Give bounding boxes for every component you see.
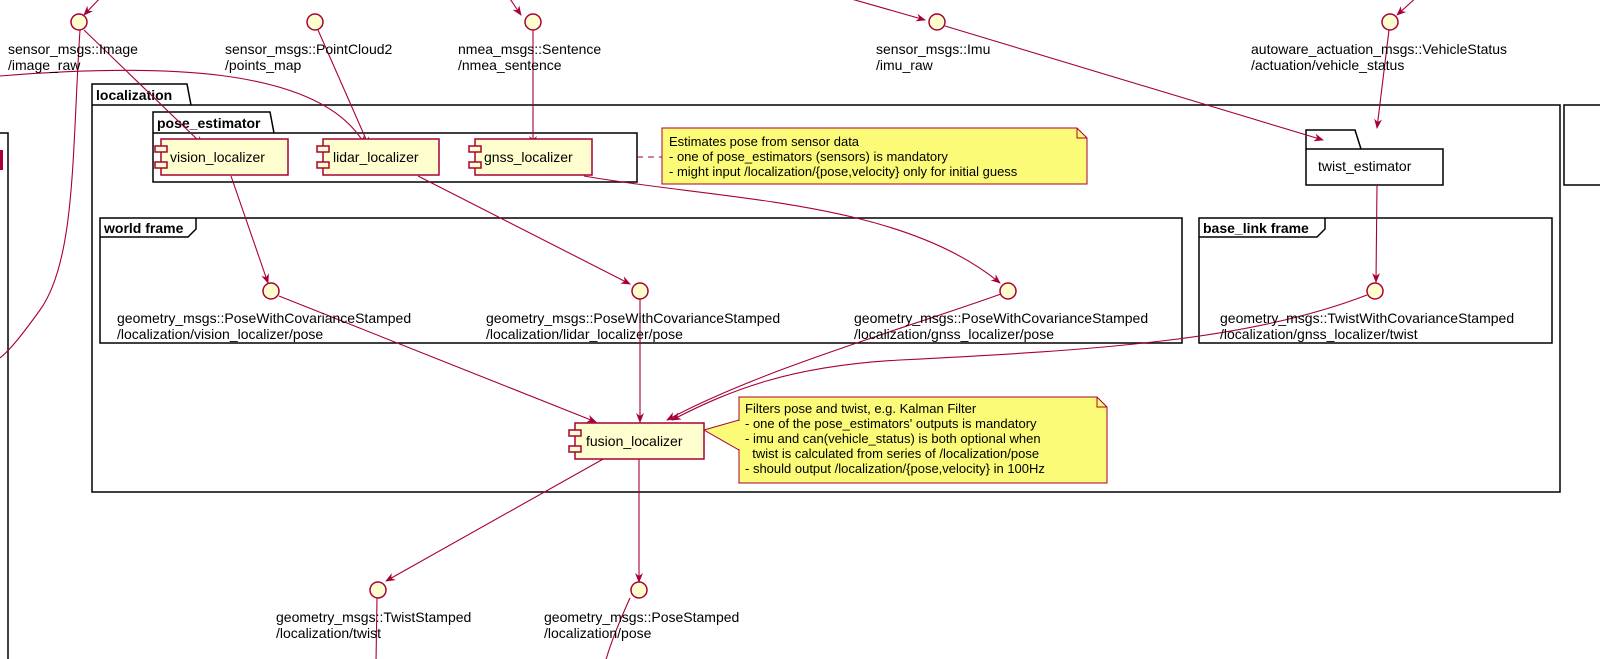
svg-text:sensor_msgs::Imu: sensor_msgs::Imu <box>876 41 990 57</box>
gnss-localizer-component: gnss_localizer <box>468 138 593 176</box>
svg-text:/image_raw: /image_raw <box>8 57 81 73</box>
svg-text:geometry_msgs::PoseWithCovaria: geometry_msgs::PoseWithCovarianceStamped <box>117 310 411 326</box>
twist-estimator-package: twist_estimator <box>1305 129 1444 186</box>
fusion-localizer-label: fusion_localizer <box>586 433 683 449</box>
svg-text:/points_map: /points_map <box>225 57 301 73</box>
svg-text:/localization/gnss_localizer/t: /localization/gnss_localizer/twist <box>1220 326 1418 342</box>
fusion-note-line-2: - one of the pose_estimators' outputs is… <box>745 416 1037 431</box>
svg-text:/localization/lidar_localizer/: /localization/lidar_localizer/pose <box>486 326 683 342</box>
vision-pose-interface-icon <box>262 282 280 300</box>
pointcloud-interface-label: sensor_msgs::PointCloud2 /points_map <box>225 41 393 73</box>
world-frame: world frame <box>99 217 1183 344</box>
svg-text:geometry_msgs::TwistWithCovari: geometry_msgs::TwistWithCovarianceStampe… <box>1220 310 1514 326</box>
pose-note-line-2: - one of pose_estimators (sensors) is ma… <box>669 149 948 164</box>
output-twist-interface-label: geometry_msgs::TwistStamped /localizatio… <box>276 609 471 641</box>
fusion-note-line-3: - imu and can(vehicle_status) is both op… <box>745 431 1041 446</box>
twist-estimator-label: twist_estimator <box>1318 158 1412 174</box>
svg-text:geometry_msgs::PoseStamped: geometry_msgs::PoseStamped <box>544 609 739 625</box>
imu-interface-label: sensor_msgs::Imu /imu_raw <box>876 41 990 73</box>
left-edge-partial-frame <box>0 132 9 659</box>
vehicle-status-interface-label: autoware_actuation_msgs::VehicleStatus /… <box>1251 41 1507 73</box>
pose-note-line-3: - might input /localization/{pose,veloci… <box>669 164 1018 179</box>
vehicle-status-interface-icon <box>1381 13 1399 31</box>
localization-package-title: localization <box>96 87 172 103</box>
svg-text:sensor_msgs::Image: sensor_msgs::Image <box>8 41 138 57</box>
pose-estimator-note: Estimates pose from sensor data - one of… <box>637 127 1088 185</box>
svg-text:/actuation/vehicle_status: /actuation/vehicle_status <box>1251 57 1404 73</box>
base-link-frame: base_link frame <box>1198 217 1553 344</box>
gnss-localizer-label: gnss_localizer <box>484 149 573 165</box>
svg-text:nmea_msgs::Sentence: nmea_msgs::Sentence <box>458 41 601 57</box>
image-interface-icon <box>70 13 88 31</box>
svg-text:/nmea_sentence: /nmea_sentence <box>458 57 562 73</box>
svg-text:/localization/twist: /localization/twist <box>276 625 381 641</box>
svg-text:/localization/vision_localizer: /localization/vision_localizer/pose <box>117 326 323 342</box>
lidar-pose-interface-icon <box>631 282 649 300</box>
svg-text:/localization/gnss_localizer/p: /localization/gnss_localizer/pose <box>854 326 1054 342</box>
output-pose-interface-icon <box>630 581 648 599</box>
svg-text:/imu_raw: /imu_raw <box>876 57 934 73</box>
connectors <box>0 0 1415 659</box>
svg-text:autoware_actuation_msgs::Vehic: autoware_actuation_msgs::VehicleStatus <box>1251 41 1507 57</box>
svg-text:/localization/pose: /localization/pose <box>544 625 652 641</box>
vision-pose-interface-label: geometry_msgs::PoseWithCovarianceStamped… <box>117 310 411 342</box>
lidar-localizer-label: lidar_localizer <box>333 149 419 165</box>
gnss-twist-interface-icon <box>1366 282 1384 300</box>
world-frame-title: world frame <box>103 220 184 236</box>
lidar-localizer-component: lidar_localizer <box>316 138 440 176</box>
lidar-pose-interface-label: geometry_msgs::PoseWithCovarianceStamped… <box>486 310 780 342</box>
output-twist-interface-icon <box>369 581 387 599</box>
pointcloud-interface-icon <box>306 13 324 31</box>
gnss-pose-interface-icon <box>999 282 1017 300</box>
pose-note-line-1: Estimates pose from sensor data <box>669 134 860 149</box>
gnss-pose-interface-label: geometry_msgs::PoseWithCovarianceStamped… <box>854 310 1148 342</box>
gnss-twist-interface-label: geometry_msgs::TwistWithCovarianceStampe… <box>1220 310 1514 342</box>
fusion-localizer-note: Filters pose and twist, e.g. Kalman Filt… <box>702 396 1108 484</box>
imu-interface-icon <box>928 13 946 31</box>
output-pose-interface-label: geometry_msgs::PoseStamped /localization… <box>544 609 739 641</box>
vision-localizer-label: vision_localizer <box>170 149 265 165</box>
pose-estimator-package-title: pose_estimator <box>157 115 261 131</box>
fusion-note-line-1: Filters pose and twist, e.g. Kalman Filt… <box>745 401 977 416</box>
fusion-note-line-5: - should output /localization/{pose,velo… <box>745 461 1045 476</box>
vision-localizer-component: vision_localizer <box>154 138 289 176</box>
nmea-interface-label: nmea_msgs::Sentence /nmea_sentence <box>458 41 601 73</box>
fusion-note-line-4: twist is calculated from series of /loca… <box>745 446 1039 461</box>
right-edge-partial-frame <box>1563 104 1600 186</box>
svg-text:geometry_msgs::TwistStamped: geometry_msgs::TwistStamped <box>276 609 471 625</box>
fusion-localizer-component: fusion_localizer <box>568 422 705 460</box>
image-interface-label: sensor_msgs::Image /image_raw <box>8 41 138 73</box>
svg-text:geometry_msgs::PoseWithCovaria: geometry_msgs::PoseWithCovarianceStamped <box>486 310 780 326</box>
nmea-interface-icon <box>524 13 542 31</box>
svg-text:sensor_msgs::PointCloud2: sensor_msgs::PointCloud2 <box>225 41 393 57</box>
base-link-frame-title: base_link frame <box>1203 220 1309 236</box>
svg-text:geometry_msgs::PoseWithCovaria: geometry_msgs::PoseWithCovarianceStamped <box>854 310 1148 326</box>
